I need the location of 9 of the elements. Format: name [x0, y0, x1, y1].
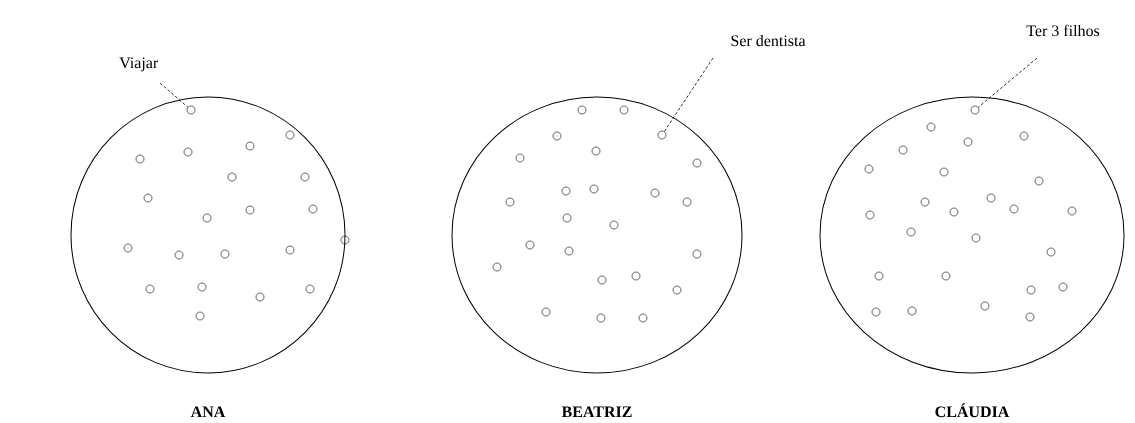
leader-line [664, 57, 714, 132]
leader-line [977, 57, 1038, 108]
node-label: BEATRIZ [561, 406, 632, 418]
text-label: Ser dentista [731, 34, 806, 47]
text-label: Ter 3 filhos [1026, 24, 1100, 37]
leader-line [159, 82, 189, 108]
node-label: ANA [190, 406, 226, 417]
node-label: CLÁUDIA [935, 403, 1010, 418]
text-label: Viajar [119, 57, 159, 72]
